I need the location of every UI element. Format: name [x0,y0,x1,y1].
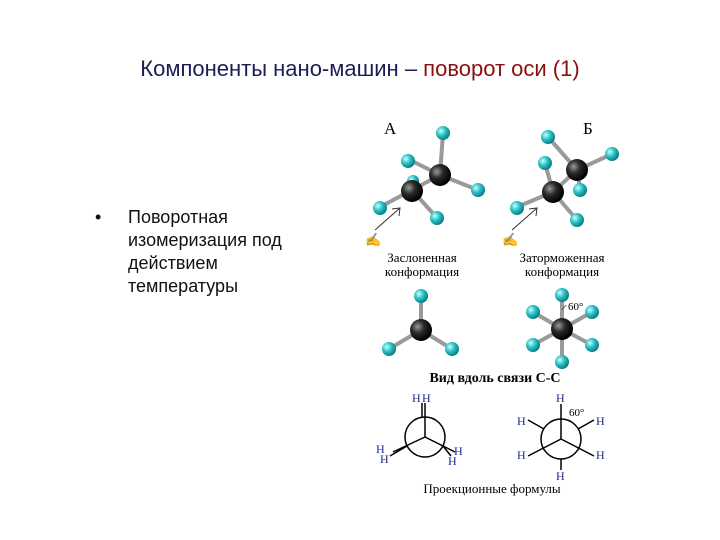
h-label: H [448,454,457,468]
label-b: Б [583,119,593,138]
eclipsed-caption-line1: Заслоненная [387,250,456,265]
hydrogen-atom [538,156,552,170]
hydrogen-atom [526,338,540,352]
hydrogen-atom [541,130,555,144]
hydrogen-atom [605,147,619,161]
h-label: H [380,452,389,466]
carbon-atom [401,180,423,202]
angle-marker [561,304,567,311]
projection-caption: Проекционные формулы [423,481,561,496]
h-label: H [412,391,421,405]
h-label: H [556,391,565,405]
hydrogen-atom [436,126,450,140]
carbon-atom [542,181,564,203]
hydrogen-atom [555,288,569,302]
hydrogen-atom [526,305,540,319]
carbon-atom [566,159,588,181]
carbon-atom [410,319,432,341]
hydrogen-atom [414,289,428,303]
molecule-eclipsed [379,132,479,220]
molecule-staggered [516,135,613,222]
eclipsed-caption-line2: конформация [385,264,459,279]
h-label: H [422,391,431,405]
h-label: H [596,448,605,462]
bullet-text: Поворотная изомеризация под действием те… [128,207,282,296]
h-label: H [517,448,526,462]
svg-text:✍: ✍ [365,232,381,247]
slide-title-accent: поворот оси (1) [423,56,580,81]
slide-title: Компоненты нано-машин – поворот оси (1) [0,56,720,82]
hydrogen-atom [401,154,415,168]
h-label: H [596,414,605,428]
angle-label: 60° [569,407,584,419]
hydrogen-atom [373,201,387,215]
hydrogen-atom [382,342,396,356]
newman-eclipsed [389,403,456,458]
angle-label: 60° [568,301,583,313]
hydrogen-atom [573,183,587,197]
h-label: H [556,469,565,483]
carbon-atom [551,318,573,340]
hydrogen-atom [471,183,485,197]
hydrogen-atom [555,355,569,369]
eye-arrow-icon: ✍ [365,207,401,247]
eye-arrow-icon: ✍ [502,207,538,247]
staggered-caption-line2: конформация [525,264,599,279]
hydrogen-atom [430,211,444,225]
hydrogen-atom [445,342,459,356]
label-a: А [384,119,397,138]
svg-text:✍: ✍ [502,232,518,247]
staggered-caption-line1: Заторможенная [520,250,605,265]
hydrogen-atom [510,201,524,215]
h-label: H [376,442,385,456]
h-label: H [454,444,463,458]
view-caption: Вид вдоль связи C-C [429,371,560,386]
hydrogen-atom [585,338,599,352]
bullet-symbol: • [95,207,102,227]
newman-staggered [527,404,595,470]
carbon-atom [429,164,451,186]
h-label: H [517,414,526,428]
hydrogen-atom [570,213,584,227]
hydrogen-atom [585,305,599,319]
slide-title-main: Компоненты нано-машин – [140,56,424,81]
